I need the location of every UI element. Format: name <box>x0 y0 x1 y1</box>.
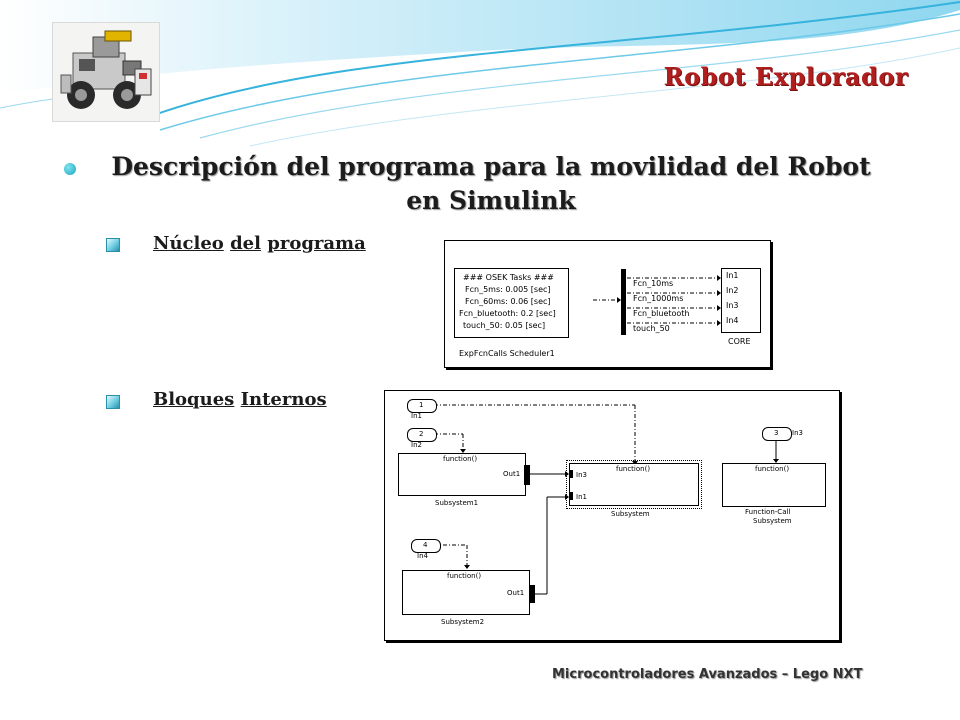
inport-2: 2 <box>407 428 437 442</box>
footer-text: Microcontroladores Avanzados – Lego NXT <box>552 667 863 682</box>
internal-blocks-diagram: 1 In1 2 In2 3 In3 4 In4 function() Out1 … <box>384 390 840 641</box>
demux-bar <box>621 269 626 335</box>
osek-tasks-block: ### OSEK Tasks ### Fcn_5ms: 0.005 [sec] … <box>454 268 569 338</box>
core-diagram: ### OSEK Tasks ### Fcn_5ms: 0.005 [sec] … <box>444 240 771 368</box>
subsystem1-block: function() Out1 <box>398 453 526 496</box>
core-caption: CORE <box>728 337 751 346</box>
subsystem1-port <box>524 465 530 485</box>
subsystem-block: function() In3 In1 <box>566 460 702 509</box>
scheduler-caption: ExpFcnCalls Scheduler1 <box>459 349 555 358</box>
round-bullet-icon <box>64 163 76 175</box>
function-call-subsystem-block: function() <box>722 463 826 507</box>
inport-3: 3 <box>762 427 792 441</box>
heading-line-2: en Simulink <box>406 186 576 215</box>
subsystem2-port <box>529 585 535 603</box>
core-section-label: Núcleo del programa <box>153 233 366 254</box>
core-block: In1 In2 In3 In4 <box>721 268 761 333</box>
blocks-section-label: Bloques Internos <box>153 389 327 410</box>
header-title: Robot Explorador <box>663 62 908 91</box>
subsystem-port-in1 <box>569 492 573 500</box>
core-diagram-wires <box>593 275 721 326</box>
subsystem-port-in3 <box>569 470 573 478</box>
heading-line-1: Descripción del programa para la movilid… <box>111 152 871 181</box>
header-wave-decoration <box>0 0 960 147</box>
inport-4: 4 <box>411 539 441 553</box>
robot-logo <box>52 22 160 122</box>
slide-heading: Descripción del programa para la movilid… <box>86 150 896 218</box>
square-bullet-icon <box>106 395 120 409</box>
square-bullet-icon <box>106 238 120 252</box>
inport-1: 1 <box>407 399 437 413</box>
subsystem2-block: function() Out1 <box>402 570 530 615</box>
